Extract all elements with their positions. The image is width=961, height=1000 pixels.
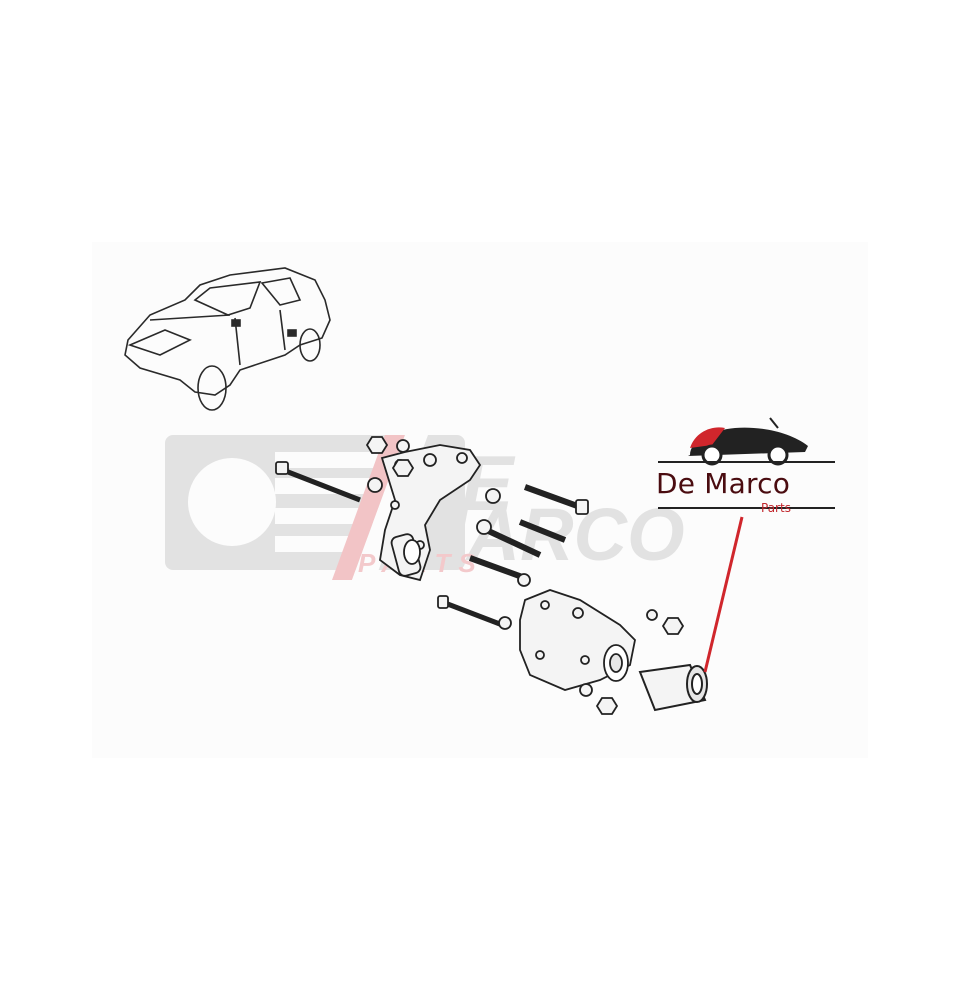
callout-line [703,516,744,673]
brand-logo-subtitle: Parts [761,501,791,515]
bushing [638,663,708,712]
lower-bracket [519,589,636,691]
brand-logo-title: De Marco [656,467,791,500]
bolts [275,461,589,629]
upper-bracket [379,444,482,582]
vehicle-illustration [124,267,331,411]
brand-logo-graphic [658,417,835,509]
washers-and-nuts [365,436,685,715]
